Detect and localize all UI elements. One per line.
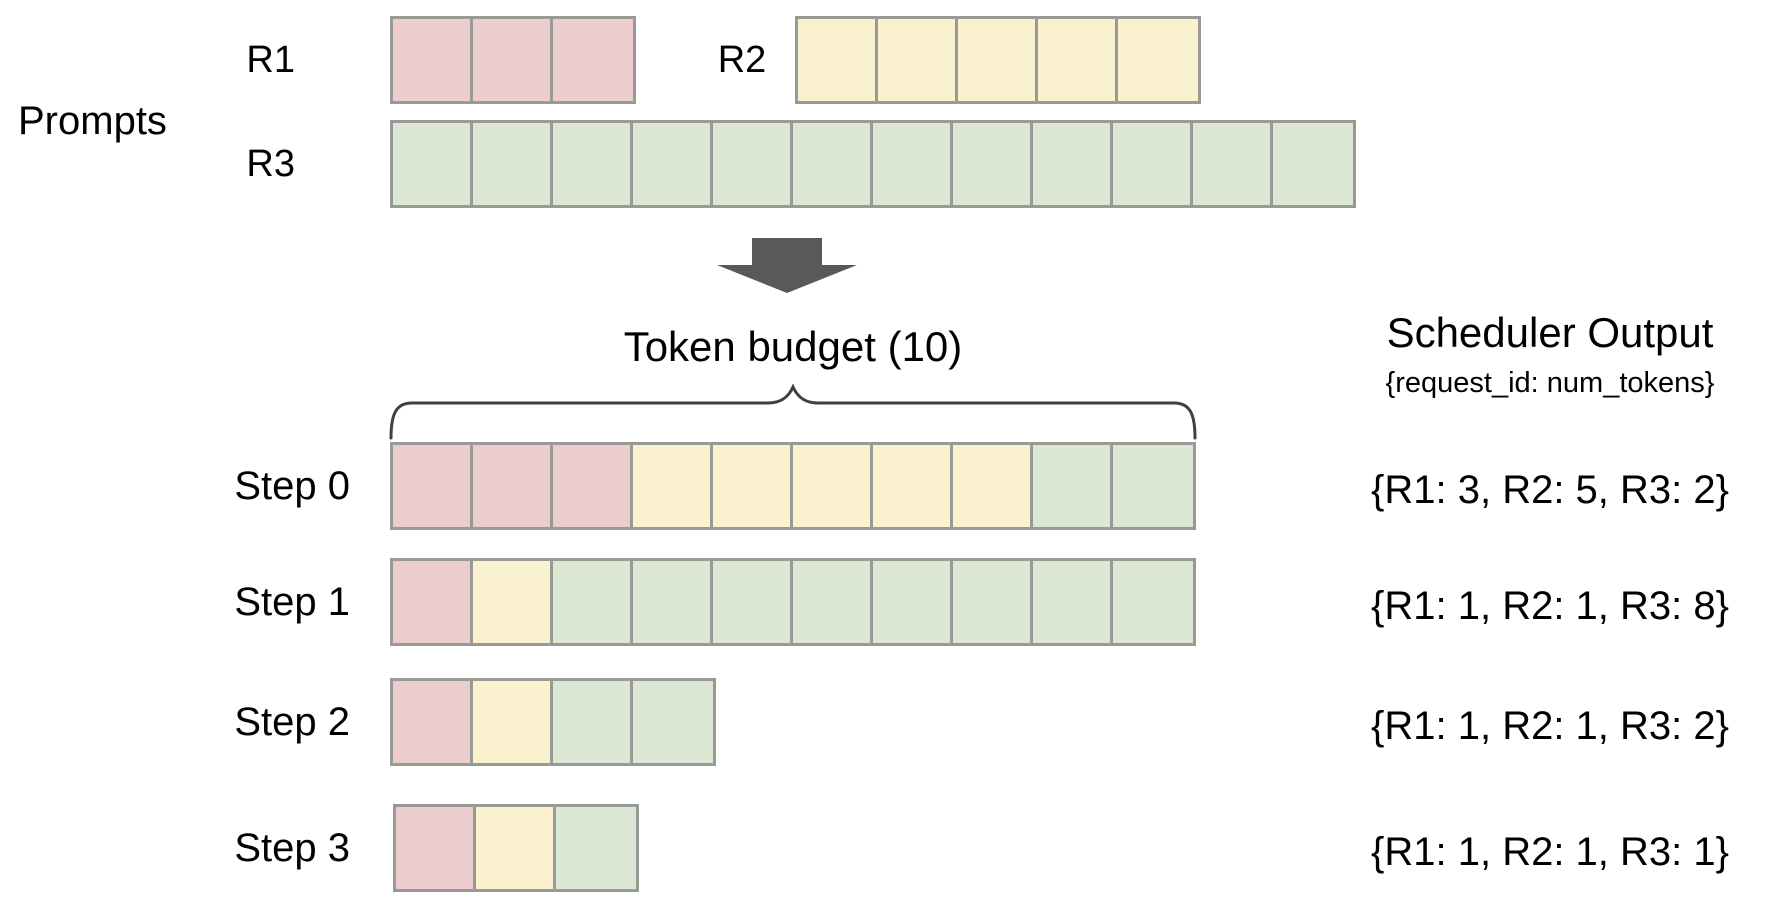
token-cell [1113, 445, 1193, 527]
token-cell [873, 561, 953, 643]
scheduler-output-step-0: {R1: 3, R2: 5, R3: 2} [1371, 468, 1729, 512]
scheduler-output-step-1: {R1: 1, R2: 1, R3: 8} [1371, 584, 1729, 628]
step-label-0: Step 0 [234, 464, 350, 508]
token-cell [553, 445, 633, 527]
token-cell [1033, 561, 1113, 643]
token-cell [393, 445, 473, 527]
token-cell [873, 445, 953, 527]
token-cell [793, 561, 873, 643]
token-cell [633, 561, 713, 643]
token-cell [556, 807, 636, 889]
token-cell [473, 681, 553, 763]
step-row-1-cells [390, 558, 1196, 646]
token-cell [793, 123, 873, 205]
request-label-r1: R1 [246, 39, 295, 81]
token-cell [553, 681, 633, 763]
token-cell [798, 19, 878, 101]
token-cell [393, 561, 473, 643]
token-cell [1038, 19, 1118, 101]
prompt-row-r2-cells [795, 16, 1201, 104]
token-cell [633, 681, 713, 763]
token-cell [476, 807, 556, 889]
prompt-row-r3-cells [390, 120, 1356, 208]
down-arrow-stem [752, 238, 822, 265]
token-cell [1113, 123, 1193, 205]
token-cell [1033, 123, 1113, 205]
request-label-r2: R2 [717, 39, 767, 81]
token-cell [953, 123, 1033, 205]
prompts-section-label: Prompts [18, 99, 167, 143]
token-cell [1273, 123, 1353, 205]
curly-brace [389, 384, 1197, 440]
token-cell [713, 445, 793, 527]
step-label-2: Step 2 [234, 700, 350, 744]
step-row-0-cells [390, 442, 1196, 530]
token-cell [1033, 445, 1113, 527]
scheduler-output-subtitle: {request_id: num_tokens} [1385, 367, 1715, 399]
token-cell [953, 445, 1033, 527]
scheduler-output-title: Scheduler Output [1386, 309, 1714, 356]
token-cell [793, 445, 873, 527]
token-cell [953, 561, 1033, 643]
step-label-3: Step 3 [234, 826, 350, 870]
token-cell [393, 123, 473, 205]
token-cell [393, 681, 473, 763]
token-cell [473, 123, 553, 205]
token-cell [393, 19, 473, 101]
token-cell [1113, 561, 1193, 643]
token-cell [473, 445, 553, 527]
token-cell [633, 445, 713, 527]
down-arrow-icon [717, 238, 857, 293]
token-cell [473, 19, 553, 101]
token-cell [958, 19, 1038, 101]
token-cell [553, 19, 633, 101]
step-row-2-cells [390, 678, 716, 766]
prompt-row-r1-cells [390, 16, 636, 104]
token-cell [1118, 19, 1198, 101]
request-label-r3: R3 [246, 143, 295, 185]
token-cell [878, 19, 958, 101]
token-cell [713, 561, 793, 643]
token-cell [1193, 123, 1273, 205]
token-cell [396, 807, 476, 889]
step-label-1: Step 1 [234, 580, 350, 624]
token-cell [553, 123, 633, 205]
token-cell [633, 123, 713, 205]
token-budget-label: Token budget (10) [623, 323, 963, 370]
scheduler-output-step-2: {R1: 1, R2: 1, R3: 2} [1371, 704, 1729, 748]
step-row-3-cells [393, 804, 639, 892]
scheduler-output-step-3: {R1: 1, R2: 1, R3: 1} [1371, 830, 1729, 874]
token-cell [873, 123, 953, 205]
token-cell [713, 123, 793, 205]
token-cell [473, 561, 553, 643]
down-arrow-head [717, 265, 857, 293]
token-cell [553, 561, 633, 643]
